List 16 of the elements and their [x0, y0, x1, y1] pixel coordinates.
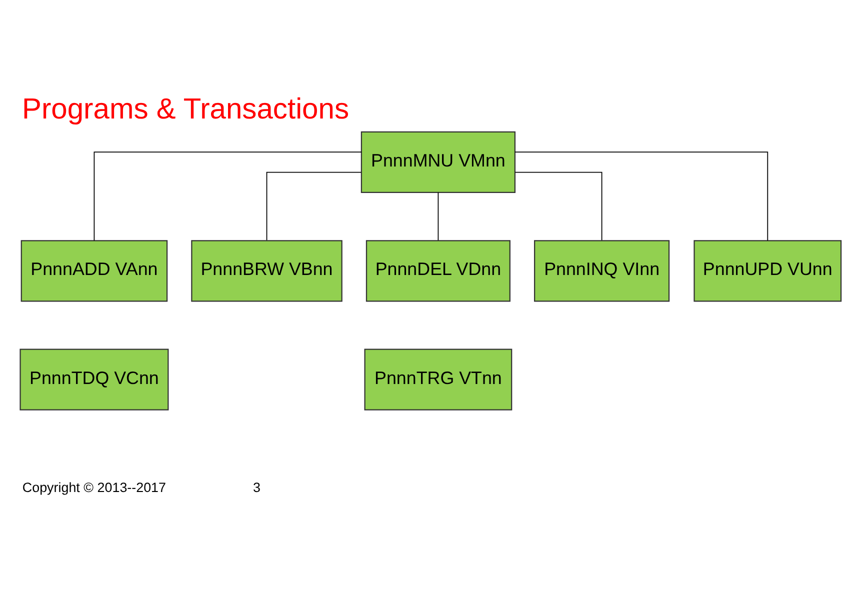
label: 3	[252, 480, 260, 495]
diagram-title: Programs & Transactions	[22, 93, 350, 126]
connector	[514, 172, 602, 241]
node-box: PnnnUPD VUnn	[694, 240, 842, 302]
node-box: PnnnMNU VMnn	[360, 131, 516, 193]
connector	[438, 192, 439, 241]
node-box: PnnnTDQ VCnn	[20, 348, 169, 410]
node-box: PnnnADD VAnn	[20, 240, 168, 302]
node-box: PnnnINQ VInn	[534, 240, 670, 302]
connector	[514, 152, 768, 242]
node-box: PnnnTRG VTnn	[364, 348, 512, 410]
node-box: PnnnBRW VBnn	[191, 240, 342, 302]
label: Copyright © 2013--2017	[22, 480, 166, 495]
connector	[94, 152, 362, 242]
connector	[266, 172, 362, 241]
node-box: PnnnDEL VDnn	[366, 240, 510, 302]
